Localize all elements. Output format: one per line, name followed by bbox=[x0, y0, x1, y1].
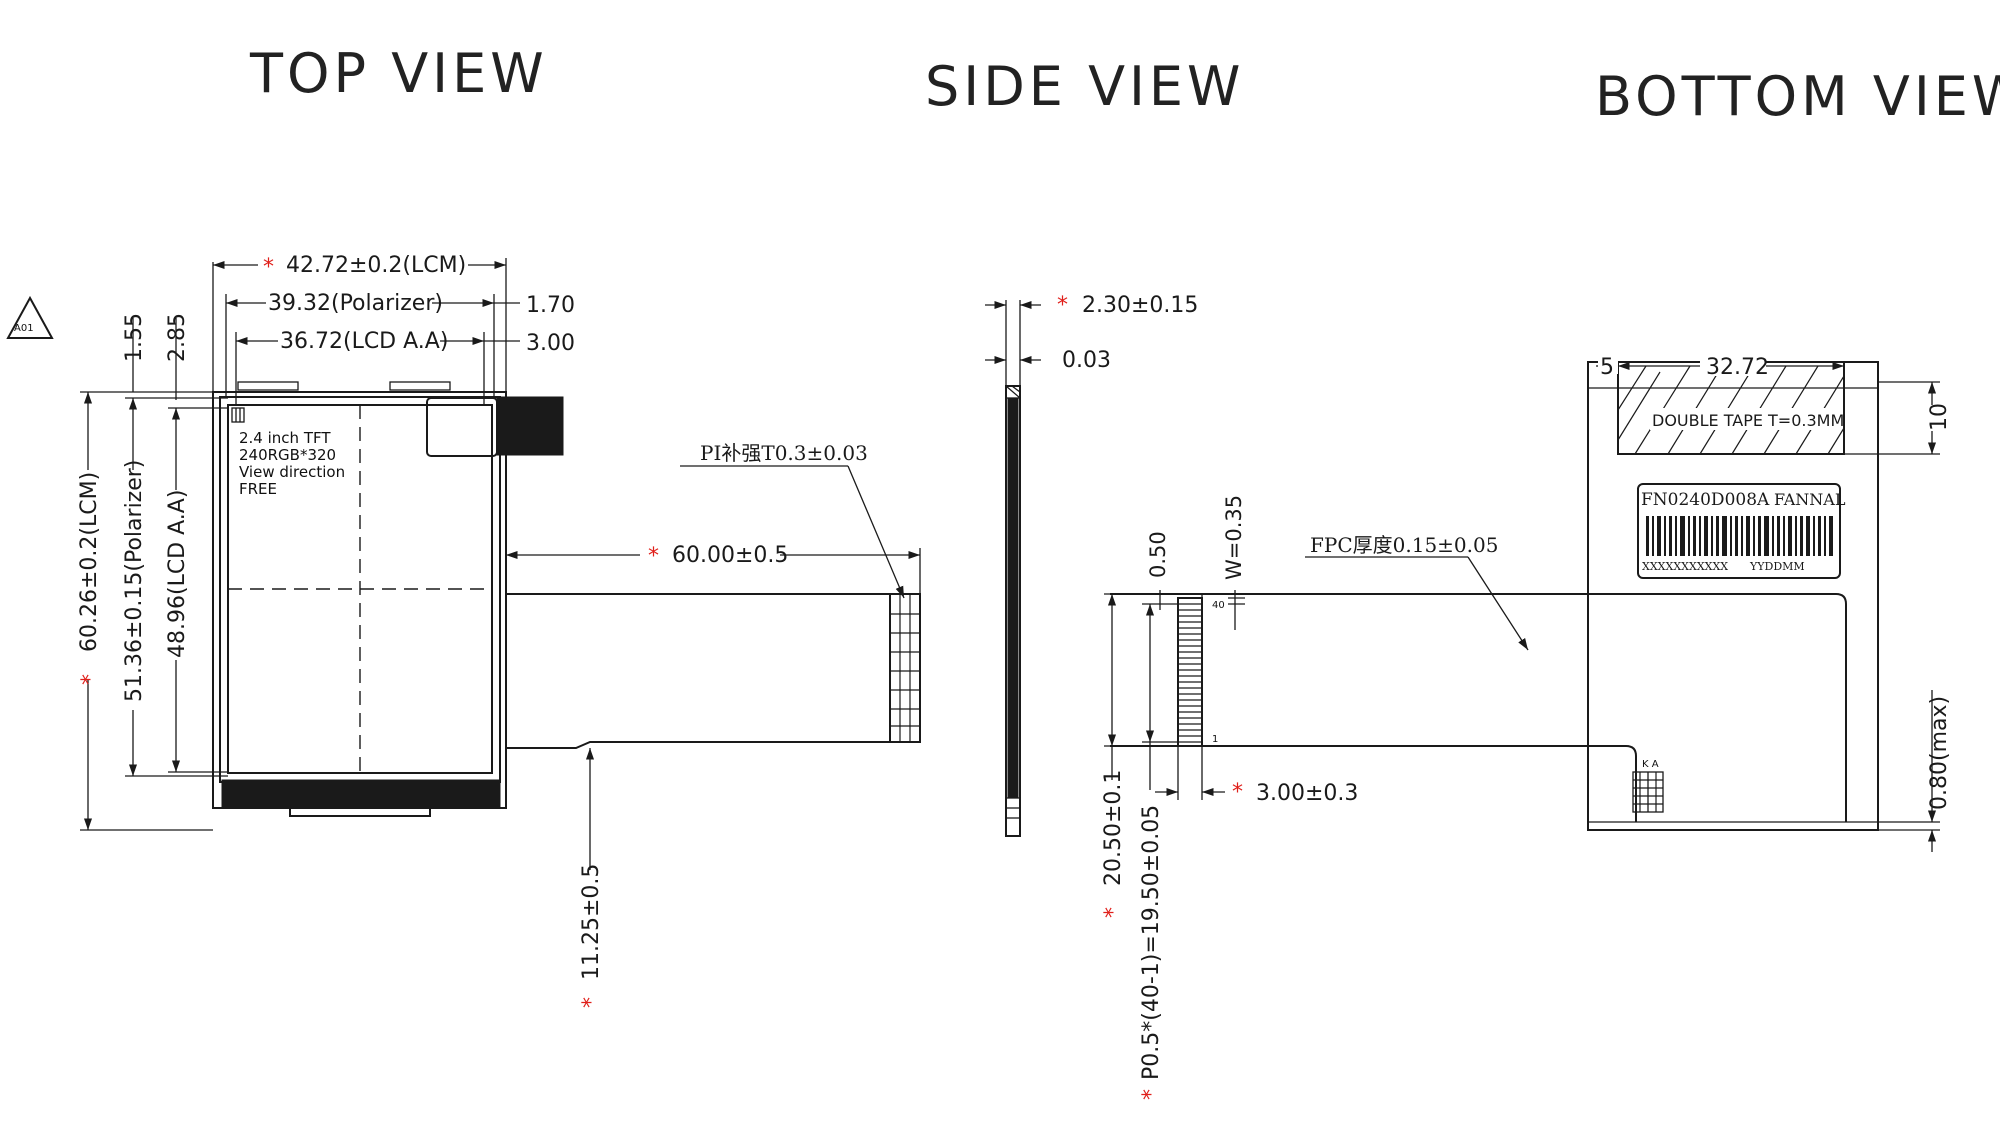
ka-label: K A bbox=[1642, 759, 1659, 770]
tape-height-label: 10 bbox=[1927, 403, 1952, 431]
dim-top-offsets: 1.55 2.85 bbox=[122, 313, 190, 400]
serial-number: XXXXXXXXXXX bbox=[1642, 560, 1728, 573]
height-lcm-label: 60.26±0.2(LCM) bbox=[77, 472, 102, 652]
note-size: 2.4 inch TFT bbox=[239, 429, 331, 447]
revision-label: A01 bbox=[14, 323, 34, 334]
barcode-icon bbox=[1646, 516, 1833, 556]
dim-tape-height: 10 bbox=[1844, 381, 1952, 455]
top-offset-1-label: 1.55 bbox=[122, 313, 147, 362]
part-number: FN0240D008A bbox=[1641, 490, 1770, 510]
dim-fpc-gap: 0.50 bbox=[1146, 531, 1178, 610]
critical-mark: * bbox=[1101, 907, 1126, 918]
side-view-title: SIDE VIEW bbox=[925, 55, 1244, 118]
critical-mark: * bbox=[579, 997, 604, 1008]
note-view-direction: View direction bbox=[239, 463, 345, 481]
bottom-view-outline bbox=[1587, 361, 1879, 831]
dim-pin-width: W=0.35 bbox=[1222, 495, 1246, 630]
fpc-thickness-callout: FPC厚度0.15±0.05 bbox=[1305, 533, 1529, 651]
tape-label: DOUBLE TAPE T=0.3MM bbox=[1652, 411, 1844, 430]
dim-height-polarizer: 51.36±0.15(Polarizer) bbox=[119, 397, 228, 777]
height-aa-label: 48.96(LCD A.A) bbox=[165, 490, 190, 658]
dim-width-aa: 36.72(LCD A.A) 3.00 bbox=[235, 328, 575, 405]
fpc-tail bbox=[506, 593, 921, 749]
double-tape: DOUBLE TAPE T=0.3MM bbox=[1617, 361, 1845, 455]
height-polarizer-label: 51.36±0.15(Polarizer) bbox=[122, 460, 147, 702]
side-film-label: 0.03 bbox=[1062, 348, 1111, 373]
note-view-free: FREE bbox=[239, 480, 277, 498]
note-resolution: 240RGB*320 bbox=[239, 446, 336, 464]
dim-height-aa: 48.96(LCD A.A) bbox=[162, 407, 228, 773]
product-label: FN0240D008A FANNAL XXXXXXXXXXX YYDDMM bbox=[1637, 483, 1846, 579]
critical-mark: * bbox=[78, 674, 103, 685]
dim-fpc-span: 20.50±0.1 * bbox=[1101, 593, 1178, 918]
critical-mark: * bbox=[1232, 780, 1243, 805]
fpc-body bbox=[1110, 593, 1836, 747]
tape-offset-label: 5 bbox=[1600, 355, 1614, 380]
fpc-gap-label: 0.50 bbox=[1146, 531, 1170, 578]
pad-length-label: 3.00±0.3 bbox=[1256, 781, 1358, 806]
side-thickness-label: 2.30±0.15 bbox=[1082, 293, 1198, 318]
dim-fpc-length: * 60.00±0.5 bbox=[506, 542, 921, 594]
critical-mark: * bbox=[648, 544, 659, 569]
fpc-span-label: 20.50±0.1 bbox=[1101, 770, 1126, 886]
stiffener-label: PI补强T0.3±0.03 bbox=[700, 441, 868, 465]
pin-width-label: W=0.35 bbox=[1222, 495, 1246, 580]
offset-aa-label: 3.00 bbox=[526, 331, 575, 356]
revision-triangle-icon: A01 bbox=[6, 295, 54, 339]
dim-side-thickness: * 2.30±0.15 bbox=[985, 293, 1198, 386]
dim-fpc-offset: 11.25±0.5 * bbox=[579, 748, 604, 1008]
dim-max-thickness: 0.80(max) bbox=[1878, 690, 1952, 852]
dim-width-polarizer: 39.32(Polarizer) 1.70 bbox=[225, 290, 575, 397]
date-code: YYDDMM bbox=[1749, 560, 1805, 573]
offset-polarizer-label: 1.70 bbox=[526, 293, 575, 318]
width-aa-label: 36.72(LCD A.A) bbox=[280, 329, 448, 354]
side-view-profile bbox=[1005, 385, 1021, 837]
top-view-title: TOP VIEW bbox=[249, 42, 548, 105]
dim-side-film: 0.03 bbox=[985, 348, 1111, 373]
critical-mark: * bbox=[1139, 1089, 1164, 1100]
dim-pitch: P0.5*(40-1)=19.50±0.05 * bbox=[1139, 603, 1178, 1100]
top-offset-2-label: 2.85 bbox=[165, 313, 190, 362]
dim-tape: 5 32.72 bbox=[1596, 354, 1844, 380]
stiffener-callout: PI补强T0.3±0.03 bbox=[680, 441, 905, 599]
width-lcm-label: 42.72±0.2(LCM) bbox=[286, 253, 466, 278]
width-polarizer-label: 39.32(Polarizer) bbox=[268, 291, 443, 316]
tape-width-label: 32.72 bbox=[1706, 355, 1769, 380]
top-view-outline bbox=[212, 381, 507, 817]
fpc-thickness-label: FPC厚度0.15±0.05 bbox=[1310, 533, 1498, 557]
fpc-offset-label: 11.25±0.5 bbox=[579, 864, 604, 980]
backlight-pads: K A bbox=[1632, 759, 1664, 813]
bottom-view-title: BOTTOM VIEW bbox=[1595, 65, 2000, 128]
backlight-connector bbox=[426, 396, 564, 457]
dim-height-lcm: 60.26±0.2(LCM) * bbox=[74, 391, 213, 831]
fpc-length-label: 60.00±0.5 bbox=[672, 543, 788, 568]
brand-name: FANNAL bbox=[1774, 490, 1846, 509]
critical-mark: * bbox=[1057, 293, 1068, 318]
pin-one-label: 1 bbox=[1212, 734, 1218, 745]
max-thickness-label: 0.80(max) bbox=[1927, 696, 1952, 810]
pitch-label: P0.5*(40-1)=19.50±0.05 bbox=[1139, 805, 1164, 1080]
pin-last-label: 40 bbox=[1212, 600, 1225, 611]
dim-width-lcm: * 42.72±0.2(LCM) bbox=[212, 252, 507, 392]
dim-pad-length: * 3.00±0.3 bbox=[1155, 746, 1358, 806]
critical-mark: * bbox=[263, 255, 274, 280]
